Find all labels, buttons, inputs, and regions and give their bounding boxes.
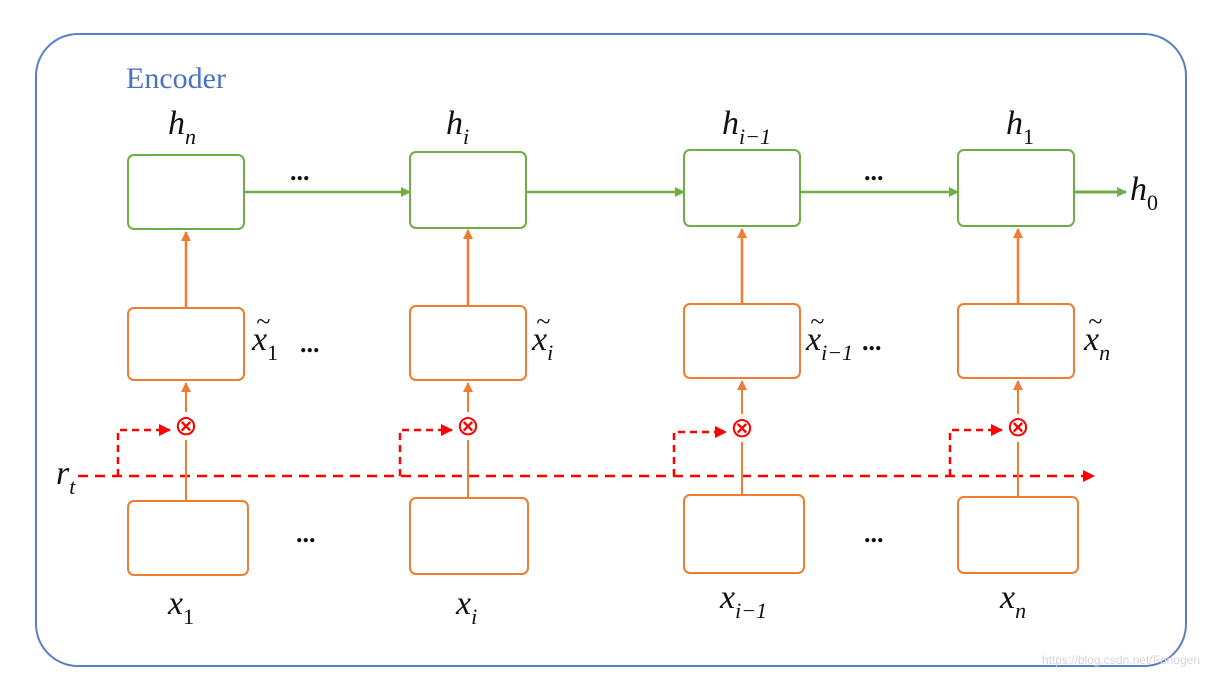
input-label: xi−1 [719, 579, 767, 623]
ellipsis-top-2: ... [864, 157, 884, 186]
attention-branch [398, 424, 453, 476]
hidden-state-box [957, 149, 1075, 227]
weighted-input-box [127, 307, 245, 381]
tilde-accent: ~ [256, 307, 270, 336]
hidden-label: hi [446, 105, 469, 149]
hidden-label: h1 [1006, 105, 1034, 149]
input-label: xn [999, 579, 1026, 623]
input-box [683, 494, 805, 574]
column-1: ⊗ ... ... [116, 154, 320, 576]
ellipsis-bottom-3: ... [864, 519, 884, 548]
tilde-accent: ~ [810, 307, 824, 336]
input-label: x1 [167, 585, 194, 629]
ellipsis-bottom-1: ... [296, 519, 316, 548]
input-box [127, 500, 249, 576]
weighted-input-box [409, 305, 527, 381]
weighted-label: x1 ~ [251, 307, 278, 365]
hidden-state-box [683, 149, 801, 227]
input-label: xi [455, 585, 477, 629]
ellipsis-mid-1: ... [300, 329, 320, 358]
tilde-accent: ~ [1088, 307, 1102, 336]
weighted-label: xn ~ [1083, 307, 1110, 365]
attention-signal-label: rt [56, 455, 76, 499]
encoder-frame [35, 33, 1187, 667]
svg-text:x1: x1 [251, 321, 278, 365]
svg-text:xi: xi [531, 321, 553, 365]
hidden-label: hi−1 [722, 105, 771, 149]
ellipsis-top-1: ... [290, 157, 310, 186]
svg-text:xi−1: xi−1 [805, 321, 853, 365]
hidden-state-box [409, 151, 527, 229]
attention-branch [672, 426, 727, 476]
svg-text:xn: xn [1083, 321, 1110, 365]
ellipsis-mid-3: ... [862, 327, 882, 356]
weighted-input-box [683, 303, 801, 379]
weighted-input-box [957, 303, 1075, 379]
weighted-label: xi ~ [531, 307, 553, 365]
multiply-icon: ⊗ [1006, 410, 1029, 443]
hidden-state-box [127, 154, 245, 230]
column-4: ⊗ [948, 149, 1079, 574]
watermark: https://blog.csdn.net/Forlogen [1042, 653, 1200, 667]
output-label: h0 [1130, 171, 1158, 215]
multiply-icon: ⊗ [730, 411, 753, 444]
input-box [957, 496, 1079, 574]
input-box [409, 497, 529, 575]
attention-branch [948, 424, 1003, 476]
multiply-icon: ⊗ [174, 409, 197, 442]
encoder-title: Encoder [126, 62, 226, 95]
attention-branch [116, 424, 171, 476]
tilde-accent: ~ [536, 307, 550, 336]
multiply-icon: ⊗ [456, 409, 479, 442]
hidden-label: hn [168, 105, 196, 149]
column-2: ⊗ [398, 151, 529, 575]
column-3: ⊗ ... ... [672, 149, 884, 574]
weighted-label: xi−1 ~ [805, 307, 853, 365]
